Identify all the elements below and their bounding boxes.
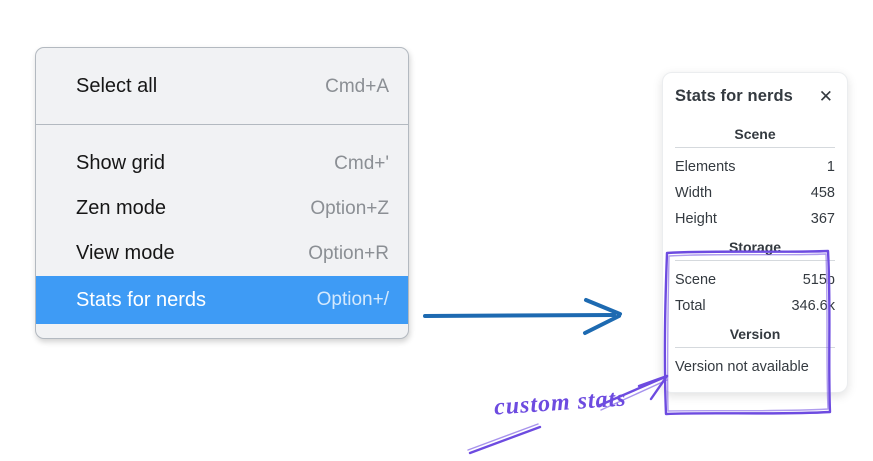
- stat-label: Elements: [675, 159, 736, 175]
- stats-panel-title: Stats for nerds: [675, 87, 793, 105]
- menu-item-label: Stats for nerds: [76, 288, 207, 311]
- annotation-label: custom stats: [493, 385, 628, 421]
- menu-item-stats-for-nerds[interactable]: Stats for nerds Option+/: [36, 276, 408, 324]
- section-divider: [675, 147, 835, 148]
- menu-item-show-grid[interactable]: Show grid Cmd+': [36, 141, 408, 186]
- menu-item-shortcut: Cmd+A: [325, 75, 389, 97]
- stat-label: Width: [675, 185, 713, 201]
- menu-separator: [36, 124, 408, 125]
- stat-row-height: Height 367: [675, 206, 835, 232]
- stat-label: Scene: [675, 272, 717, 288]
- context-menu: Select all Cmd+A Show grid Cmd+' Zen mod…: [35, 47, 409, 339]
- stats-section-storage: Storage Scene 515b Total 346.6k: [675, 239, 835, 319]
- section-heading: Scene: [734, 126, 776, 142]
- section-divider: [675, 347, 835, 348]
- stat-label: Height: [675, 211, 717, 227]
- stats-section-version: Version Version not available: [675, 326, 835, 380]
- stat-value: 346.6k: [791, 298, 835, 314]
- section-divider: [675, 260, 835, 261]
- menu-item-zen-mode[interactable]: Zen mode Option+Z: [36, 186, 408, 231]
- section-heading: Version: [729, 326, 781, 342]
- stat-value: 458: [810, 185, 835, 201]
- stats-panel: Stats for nerds ✕ Scene Elements 1 Width…: [662, 72, 848, 393]
- menu-item-shortcut: Option+R: [308, 242, 389, 264]
- version-note: Version not available: [675, 359, 809, 375]
- section-heading: Storage: [728, 239, 782, 255]
- stat-row-scene-size: Scene 515b: [675, 267, 835, 293]
- stat-row-total-size: Total 346.6k: [675, 293, 835, 319]
- menu-item-label: Show grid: [76, 152, 165, 174]
- flow-arrow-icon: [423, 298, 622, 335]
- menu-item-label: Select all: [76, 75, 158, 97]
- menu-item-shortcut: Option+/: [316, 289, 389, 310]
- stat-value: 1: [826, 159, 835, 175]
- stat-row-width: Width 458: [675, 180, 835, 206]
- menu-item-label: Zen mode: [76, 197, 167, 219]
- stat-value: 515b: [802, 272, 835, 288]
- menu-item-shortcut: Cmd+': [334, 152, 389, 174]
- stat-value: 367: [810, 211, 835, 227]
- menu-item-view-mode[interactable]: View mode Option+R: [36, 231, 408, 276]
- stats-section-scene: Scene Elements 1 Width 458 Height 367: [675, 126, 835, 232]
- close-icon[interactable]: ✕: [818, 87, 833, 106]
- stat-row-elements: Elements 1: [675, 154, 835, 180]
- stat-label: Total: [675, 298, 706, 314]
- menu-item-shortcut: Option+Z: [310, 197, 389, 219]
- menu-item-select-all[interactable]: Select all Cmd+A: [36, 64, 408, 109]
- menu-item-label: View mode: [76, 242, 175, 264]
